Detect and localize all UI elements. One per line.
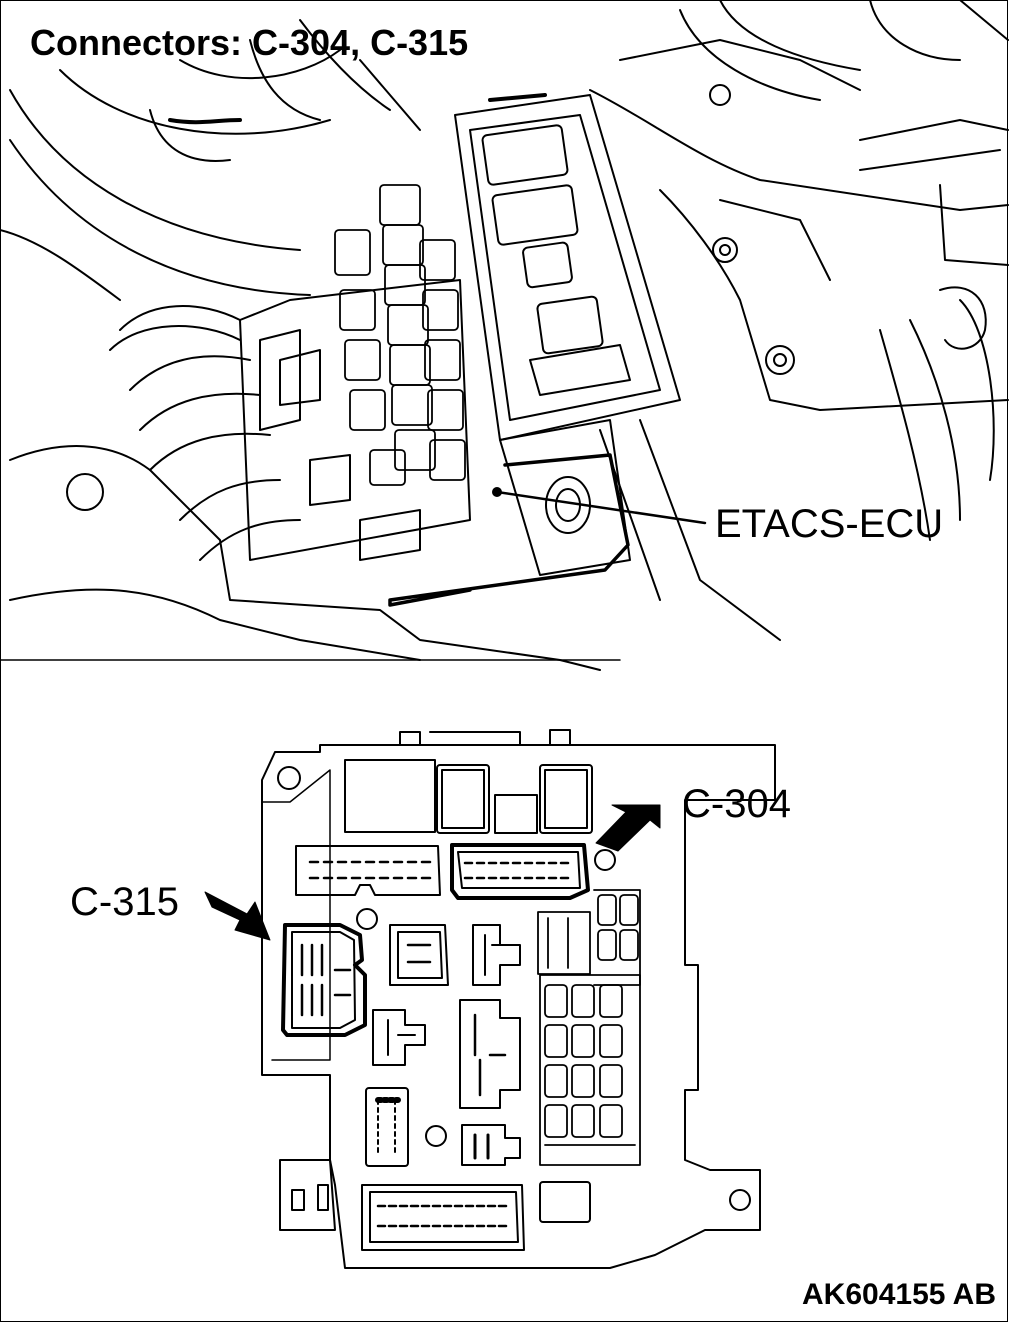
ecu-connector-face — [204, 729, 776, 1269]
installation-view — [0, 0, 1009, 671]
c315-arrow — [204, 891, 271, 941]
c315-label: C-315 — [70, 880, 179, 924]
etacs-ecu-label: ETACS-ECU — [715, 502, 944, 546]
fuse-grid — [539, 974, 641, 1166]
c304-arrow — [595, 804, 661, 852]
page-title: Connectors: C-304, C-315 — [30, 22, 469, 63]
figure-code: AK604155 AB — [802, 1278, 996, 1311]
c304-label: C-304 — [682, 782, 791, 826]
